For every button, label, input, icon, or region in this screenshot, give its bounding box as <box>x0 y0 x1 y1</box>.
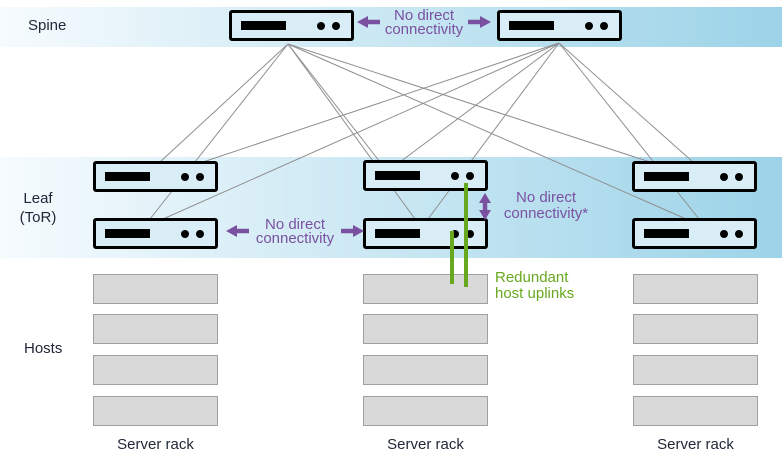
leaf-switch-rack3-top <box>632 161 757 192</box>
arrow-left-icon <box>357 16 380 28</box>
spine-switch-2 <box>497 10 622 41</box>
switch-leds-icon <box>451 229 474 238</box>
host-box <box>633 314 758 344</box>
leaf-no-direct-connectivity-label: No direct connectivity <box>255 216 335 247</box>
host-box <box>363 355 488 385</box>
host-box <box>363 274 488 304</box>
host-box <box>633 355 758 385</box>
double-arrow-vertical-icon <box>479 193 491 220</box>
redundant-host-uplinks-label: Redundant host uplinks <box>495 269 575 302</box>
switch-leds-icon <box>720 172 743 181</box>
host-box <box>93 396 218 426</box>
server-rack-label-1: Server rack <box>117 436 194 453</box>
switch-ports-icon <box>644 229 689 238</box>
arrow-left-icon <box>226 225 249 237</box>
server-rack-label-3: Server rack <box>657 436 734 453</box>
spine-no-direct-connectivity-label: No direct connectivity <box>384 7 464 38</box>
switch-leds-icon <box>181 172 204 181</box>
switch-leds-icon <box>585 21 608 30</box>
host-box <box>633 396 758 426</box>
server-rack-label-2: Server rack <box>387 436 464 453</box>
switch-ports-icon <box>375 171 420 180</box>
leaf-tier-label-line2: (ToR) <box>19 209 57 226</box>
switch-ports-icon <box>509 21 554 30</box>
switch-ports-icon <box>241 21 286 30</box>
spine-tier-label: Spine <box>28 17 67 34</box>
host-box <box>363 314 488 344</box>
arrow-right-icon <box>341 225 364 237</box>
leaf-tier-label: Leaf (ToR) <box>8 189 68 227</box>
arrow-right-icon <box>468 16 491 28</box>
leaf-switch-rack1-bottom <box>93 218 218 249</box>
spine-switch-1 <box>229 10 354 41</box>
leaf-pair-no-direct-connectivity-label: No direct connectivity* <box>503 189 589 222</box>
switch-leds-icon <box>720 229 743 238</box>
switch-ports-icon <box>375 229 420 238</box>
leaf-tier-label-line1: Leaf <box>23 190 53 207</box>
redundant-uplink-lines <box>450 183 468 287</box>
switch-leds-icon <box>181 229 204 238</box>
spine-tier-band <box>0 7 782 47</box>
leaf-switch-rack1-top <box>93 161 218 192</box>
leaf-switch-rack3-bottom <box>632 218 757 249</box>
switch-ports-icon <box>105 172 150 181</box>
switch-leds-icon <box>317 21 340 30</box>
host-box <box>633 274 758 304</box>
switch-leds-icon <box>451 171 474 180</box>
host-box <box>93 355 218 385</box>
host-box <box>93 314 218 344</box>
host-box <box>363 396 488 426</box>
switch-ports-icon <box>644 172 689 181</box>
switch-ports-icon <box>105 229 150 238</box>
hosts-tier-label: Hosts <box>24 340 63 357</box>
host-box <box>93 274 218 304</box>
